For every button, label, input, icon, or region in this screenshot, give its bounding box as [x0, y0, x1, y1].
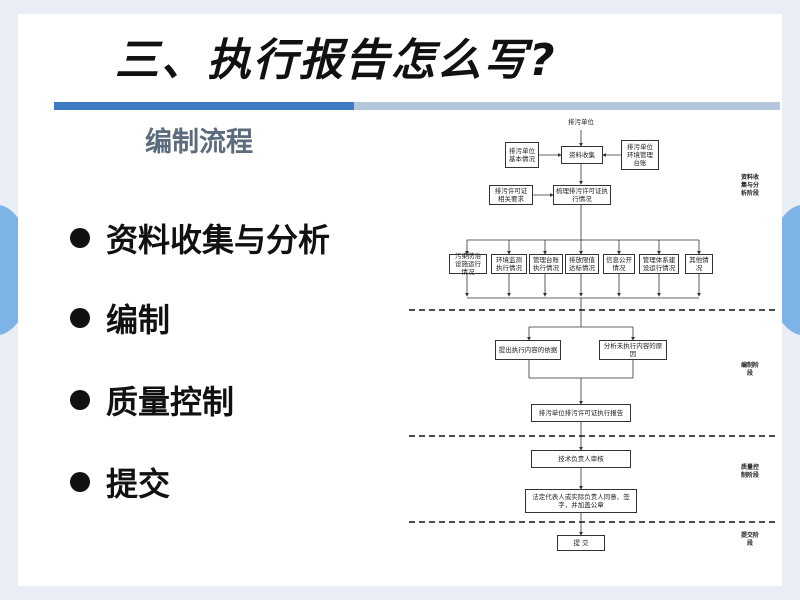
flow-item-box: 管理体系建设运行情况 [639, 254, 679, 274]
bullet-dot-icon [70, 308, 90, 328]
flow-item-box: 排放限值达标情况 [565, 254, 599, 274]
bullet-dot-icon [70, 228, 90, 248]
flow-box-review: 技术负责人审核 [531, 450, 631, 468]
flow-box-permit-req: 排污许可证相关要求 [489, 185, 533, 205]
title-underline-accent [54, 102, 354, 110]
bullet-text: 编制 [106, 301, 171, 339]
flow-box-approve: 法定代表人或实际负责人同意、签字，并加盖公章 [525, 489, 637, 513]
bullet-item: 质量控制 [70, 377, 234, 423]
flow-box-collect: 资料收集 [561, 146, 603, 164]
flow-box-propose-basis: 提出执行内容的依据 [495, 340, 561, 360]
flow-box-submit: 提 交 [557, 535, 605, 551]
flow-box-report: 排污单位排污许可证执行报告 [531, 404, 631, 422]
bullet-text: 质量控制 [106, 383, 235, 421]
flow-item-box: 管理台账执行情况 [529, 254, 563, 274]
flowchart: 排污单位 排污单位基本情况 资料收集 排污单位环境管理台账 排污许可证相关要求 … [407, 112, 779, 574]
flow-item-box: 其他情况 [685, 254, 713, 274]
flowchart-connectors [409, 130, 775, 536]
slide-title: 三、执行报告怎么写? [115, 35, 557, 86]
title-underline [54, 102, 780, 110]
bullet-dot-icon [70, 472, 90, 492]
bullet-item: 资料收集与分析 [70, 215, 330, 261]
stage-label-compile: 编制阶段 [741, 362, 760, 377]
bullet-dot-icon [70, 390, 90, 410]
stage-label-quality: 质量控制阶段 [741, 464, 760, 479]
bullet-item: 编制 [70, 295, 170, 341]
stage-label-collect: 资料收集与分析阶段 [741, 174, 760, 197]
flow-box-env-ledger: 排污单位环境管理台账 [621, 140, 659, 170]
bullet-text: 提交 [106, 465, 171, 503]
flow-item-box: 环境监测执行情况 [491, 254, 527, 274]
flow-item-box: 信息公开情况 [603, 254, 635, 274]
flow-box-sort-permit: 梳理排污许可证执行情况 [553, 185, 611, 205]
bullet-item: 提交 [70, 459, 170, 505]
slide-subtitle: 编制流程 [145, 127, 253, 158]
stage-label-submit: 提交阶段 [741, 532, 760, 547]
flow-box-basic-info: 排污单位基本情况 [505, 142, 539, 168]
flow-top-label: 排污单位 [568, 118, 594, 126]
flow-item-box: 污染防治设施运行情况 [449, 252, 487, 276]
flow-box-analyze-reason: 分析未执行内容的原因 [599, 340, 667, 360]
bullet-text: 资料收集与分析 [106, 221, 331, 259]
